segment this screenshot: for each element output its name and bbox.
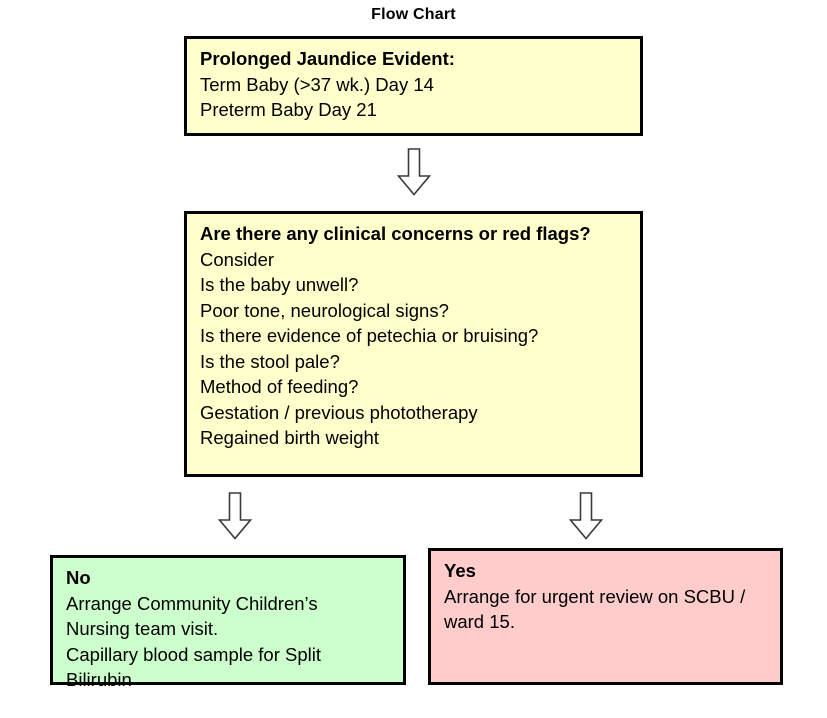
node-clinical-concerns-red-flags: Are there any clinical concerns or red f… — [184, 211, 643, 477]
node-yes-line-1: Yes — [444, 560, 476, 581]
node-yes-line-3: ward 15. — [444, 611, 515, 632]
node-start-line-1: Prolonged Jaundice Evident: — [200, 48, 455, 69]
node-start-line-2: Term Baby (>37 wk.) Day 14 — [200, 73, 434, 95]
node-decision-line-3: Is the baby unwell? — [200, 274, 359, 295]
node-outcome-no: No Arrange Community Children’s Nursing … — [50, 555, 406, 690]
node-decision-line-2: Consider — [200, 248, 275, 270]
node-no-line-5: Bilirubin — [66, 669, 132, 690]
block-arrow-down-icon-decision-to-yes — [569, 492, 603, 540]
node-no-line-4: Capillary blood sample for Split — [66, 643, 322, 665]
node-no-line-2: Arrange Community Children’s — [66, 592, 318, 614]
node-prolonged-jaundice-evident: Prolonged Jaundice Evident: Term Baby (>… — [184, 36, 643, 136]
node-no-line-3: Nursing team visit. — [66, 618, 219, 639]
node-decision-line-6: Is the stool pale? — [200, 350, 340, 372]
node-decision-line-4: Poor tone, neurological signs? — [200, 299, 449, 321]
node-start-line-3: Preterm Baby Day 21 — [200, 99, 377, 120]
block-arrow-down-icon-start-to-decision — [397, 148, 431, 196]
node-decision-line-7: Method of feeding? — [200, 376, 359, 397]
block-arrow-down-icon-decision-to-no — [218, 492, 252, 540]
node-decision-line-1: Are there any clinical concerns or red f… — [200, 223, 591, 244]
node-decision-line-8: Gestation / previous phototherapy — [200, 401, 478, 423]
node-yes-line-2: Arrange for urgent review on SCBU / — [444, 585, 746, 607]
node-decision-line-5: Is there evidence of petechia or bruisin… — [200, 325, 539, 346]
page-title: Flow Chart — [371, 6, 456, 23]
node-decision-line-9: Regained birth weight — [200, 427, 379, 448]
node-outcome-yes: Yes Arrange for urgent review on SCBU / … — [428, 548, 783, 685]
node-no-line-1: No — [66, 567, 91, 588]
